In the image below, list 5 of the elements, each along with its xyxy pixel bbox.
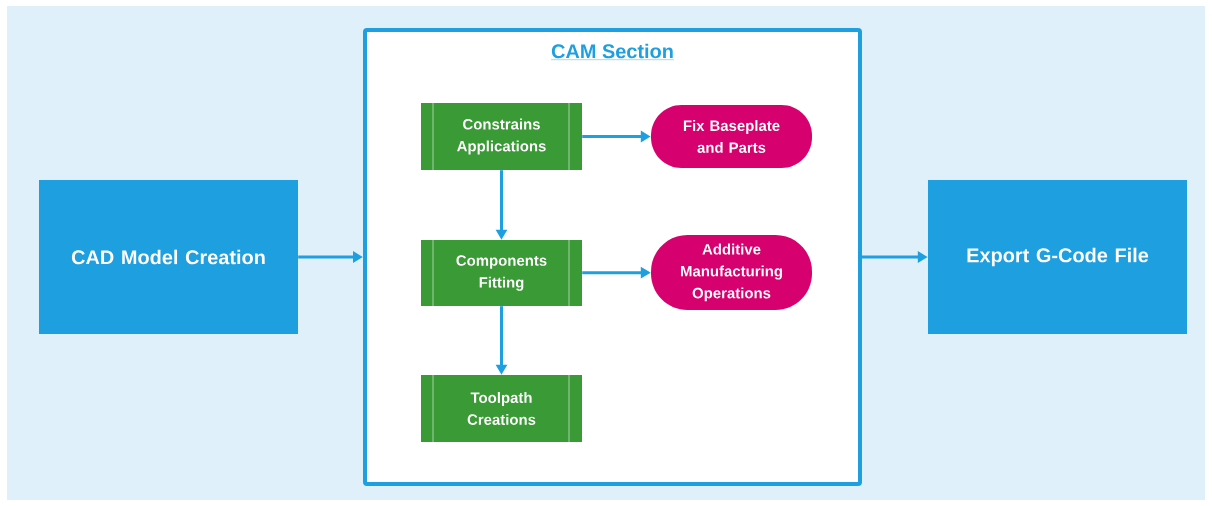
process-box: CAD Model Creation: [39, 180, 298, 334]
process-box: Export G-Code File: [928, 180, 1187, 334]
step-box: Constrains Applications: [421, 103, 582, 170]
step-box: Components Fitting: [421, 240, 582, 306]
step-box: Toolpath Creations: [421, 375, 582, 442]
